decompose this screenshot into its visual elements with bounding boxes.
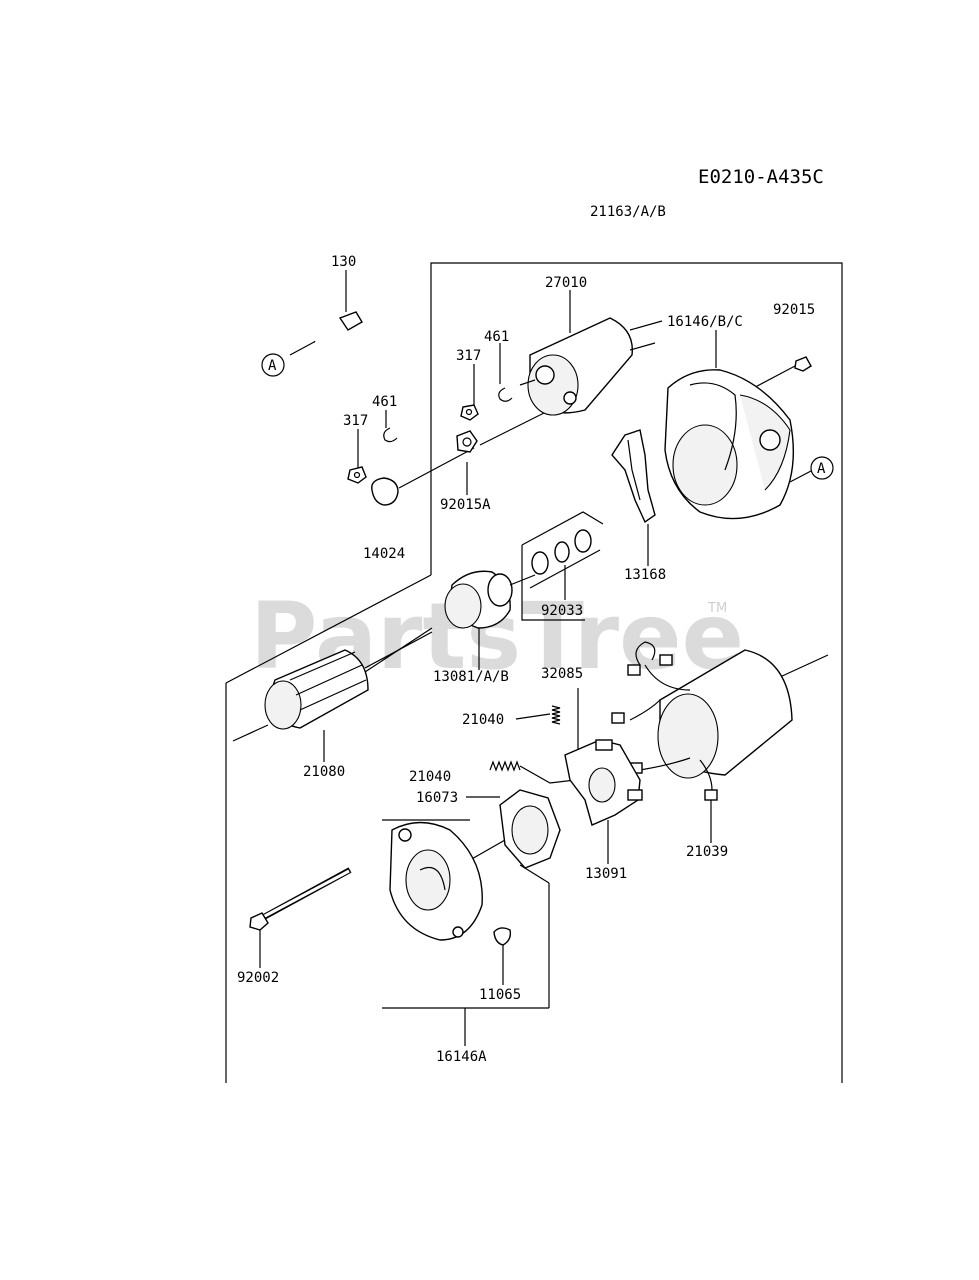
part-461-clip-top[interactable] bbox=[498, 387, 513, 402]
part-21080-armature[interactable] bbox=[264, 631, 433, 730]
label-130[interactable]: 130 bbox=[331, 254, 356, 270]
leader-lines bbox=[232, 270, 829, 1046]
part-13168-lever[interactable] bbox=[611, 429, 656, 524]
label-16146bc[interactable]: 16146/B/C bbox=[667, 314, 743, 330]
label-92015[interactable]: 92015 bbox=[773, 302, 815, 318]
part-92002-through-bolt[interactable] bbox=[249, 867, 352, 931]
label-461-top[interactable]: 461 bbox=[484, 329, 509, 345]
callout-a-left: A bbox=[261, 353, 285, 377]
label-461-left[interactable]: 461 bbox=[372, 394, 397, 410]
label-32085[interactable]: 32085 bbox=[541, 666, 583, 682]
label-21040-b[interactable]: 21040 bbox=[409, 769, 451, 785]
label-92015a[interactable]: 92015A bbox=[440, 497, 491, 513]
label-13168[interactable]: 13168 bbox=[624, 567, 666, 583]
part-27010-solenoid[interactable] bbox=[519, 317, 656, 416]
callout-a-left-letter: A bbox=[268, 358, 277, 374]
label-317-left[interactable]: 317 bbox=[343, 413, 368, 429]
callout-a-right-letter: A bbox=[817, 461, 826, 477]
part-13081-pinion[interactable] bbox=[444, 570, 536, 629]
part-21040-spring-b[interactable] bbox=[489, 760, 521, 772]
callout-a-right: A bbox=[810, 456, 834, 480]
watermark-trademark: TM bbox=[707, 601, 727, 616]
part-21040-spring-a[interactable] bbox=[551, 705, 561, 725]
part-16073-plate[interactable] bbox=[499, 789, 561, 869]
label-21039[interactable]: 21039 bbox=[686, 844, 728, 860]
part-16146-housing[interactable] bbox=[664, 356, 812, 520]
diagram-code: E0210-A435C bbox=[698, 166, 824, 188]
part-13091-brush-holder[interactable] bbox=[564, 739, 643, 826]
label-21163[interactable]: 21163/A/B bbox=[590, 204, 666, 220]
part-92015a-nut[interactable] bbox=[456, 430, 478, 453]
part-32085-yoke[interactable] bbox=[611, 641, 793, 801]
part-461-clip-left[interactable] bbox=[383, 427, 398, 443]
label-11065[interactable]: 11065 bbox=[479, 987, 521, 1003]
label-16073[interactable]: 16073 bbox=[416, 790, 458, 806]
label-16146a[interactable]: 16146A bbox=[436, 1049, 487, 1065]
label-21040-a[interactable]: 21040 bbox=[462, 712, 504, 728]
part-317-nut-left[interactable] bbox=[347, 466, 367, 484]
part-317-nut-top[interactable] bbox=[460, 404, 479, 421]
part-boot-cap[interactable] bbox=[371, 477, 399, 506]
label-27010[interactable]: 27010 bbox=[545, 275, 587, 291]
assembly-frame bbox=[225, 262, 843, 1083]
label-13091[interactable]: 13091 bbox=[585, 866, 627, 882]
label-13081[interactable]: 13081/A/B bbox=[433, 669, 509, 685]
part-16146a-end-frame[interactable] bbox=[389, 821, 483, 941]
label-21080[interactable]: 21080 bbox=[303, 764, 345, 780]
part-labels: 21163/A/B 130 27010 461 16146/B/C 92015 … bbox=[237, 204, 815, 1065]
label-317-top[interactable]: 317 bbox=[456, 348, 481, 364]
part-92033-rings[interactable] bbox=[531, 529, 592, 575]
label-92033[interactable]: 92033 bbox=[541, 603, 583, 619]
label-92002[interactable]: 92002 bbox=[237, 970, 279, 986]
part-11065-screw[interactable] bbox=[493, 927, 512, 946]
part-130-bolt[interactable] bbox=[313, 311, 363, 343]
label-14024[interactable]: 14024 bbox=[363, 546, 405, 562]
